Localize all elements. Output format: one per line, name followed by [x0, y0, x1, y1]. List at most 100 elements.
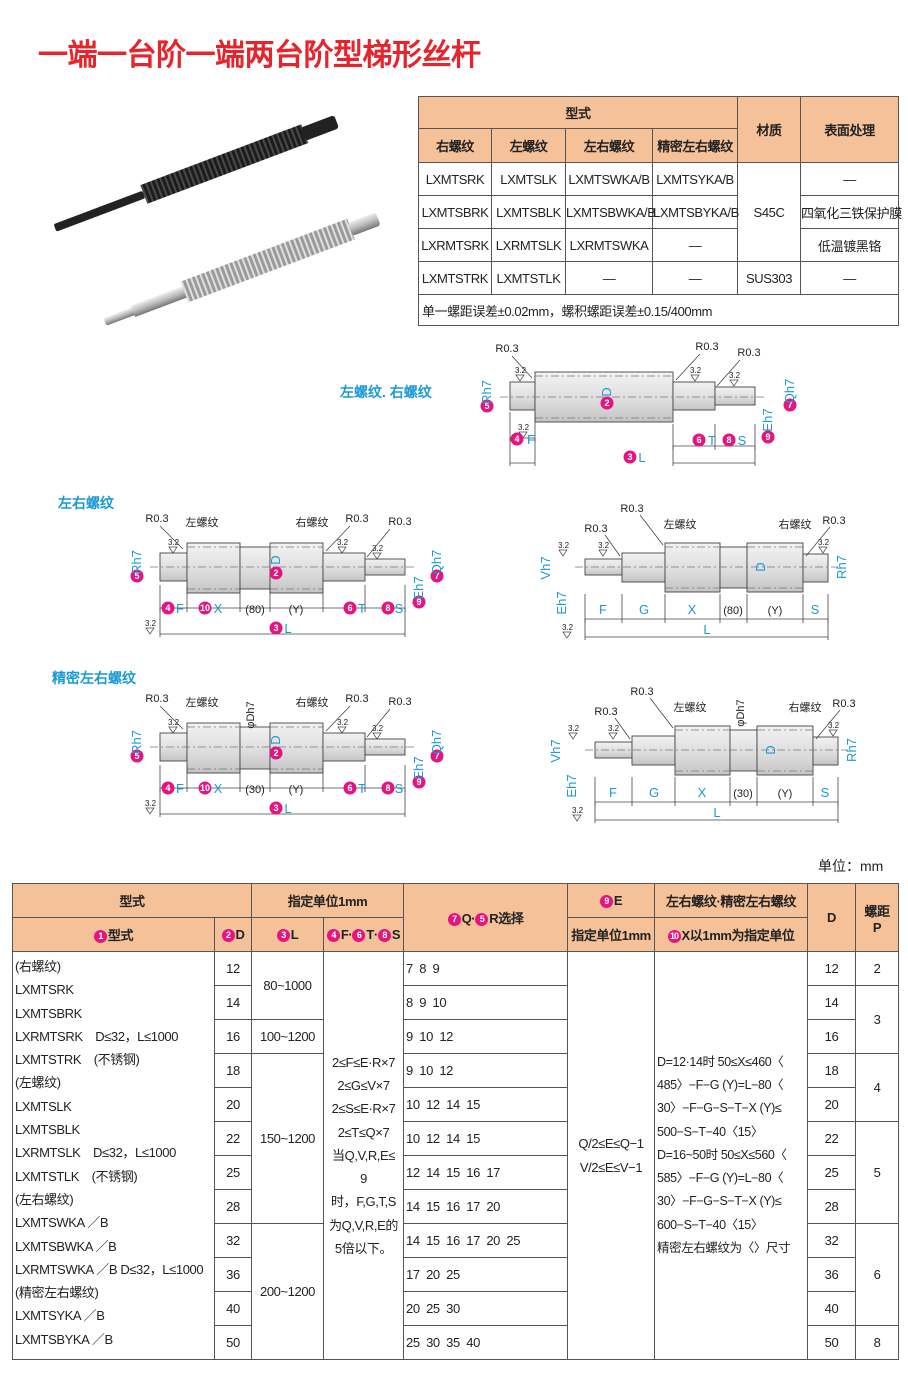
- r03-label: R0.3: [630, 686, 653, 698]
- shaft-segment: [802, 553, 829, 583]
- cell: —: [651, 228, 739, 262]
- cell: LXMTSBRK: [418, 195, 492, 229]
- header-text: R选择: [489, 911, 524, 926]
- right-thread-label: 右螺纹: [779, 517, 812, 531]
- pitch-cell: 8: [855, 1325, 900, 1360]
- header-text: P: [872, 919, 882, 935]
- roughness-triangle-icon: [168, 546, 178, 554]
- callout-marker-8: 8: [381, 781, 395, 795]
- callout-marker-7: 7: [430, 569, 444, 583]
- r03-label: R0.3: [345, 693, 368, 705]
- roughness-mark: 3.2: [558, 541, 570, 550]
- x-label: X: [688, 602, 697, 617]
- d-cell: 36: [213, 1257, 253, 1292]
- shaft-segment: [621, 552, 666, 583]
- marker-number: 2: [273, 748, 278, 758]
- shaft-segment: [672, 381, 716, 411]
- pitch-cell: 3: [855, 985, 900, 1054]
- header-precision-lr: 精密左右螺纹: [651, 128, 739, 163]
- roughness-triangle-icon: [372, 732, 382, 740]
- roughness-triangle-icon: [572, 814, 582, 822]
- left-thread-label: 左螺纹: [664, 517, 697, 531]
- pitch-cell: 5: [855, 1121, 900, 1224]
- marker-number: 3: [273, 803, 278, 813]
- text-line: 9: [360, 1171, 367, 1187]
- text-line: (右螺纹): [15, 959, 61, 974]
- header-e-unit: 指定单位1mm: [567, 917, 656, 952]
- header-text: F·: [340, 927, 353, 942]
- tolerance-note: 单一螺距误差±0.02mm，螺积螺距误差±0.15/400mm: [417, 294, 900, 326]
- g-label: G: [639, 602, 649, 617]
- t-label: T: [708, 433, 716, 448]
- f-label: F: [176, 601, 184, 616]
- vh7-label: Vh7: [548, 739, 563, 762]
- marker-circle: [198, 781, 212, 795]
- text-line: (左螺纹): [15, 1075, 61, 1091]
- callout-marker-6: 6: [343, 601, 357, 615]
- qh7-label: Qh7: [429, 730, 444, 755]
- marker-3: 3: [276, 929, 290, 942]
- neck-length-label: (80): [723, 605, 743, 617]
- callout-marker-2: 2: [269, 566, 283, 580]
- marker-circle: [430, 749, 444, 763]
- d-label: D: [599, 387, 614, 396]
- marker-circle: [381, 781, 395, 795]
- marker-circle: [783, 398, 797, 412]
- marker-circle: [510, 432, 524, 446]
- text-line: 485〉−F−G (Y)=L−80〈: [657, 1077, 784, 1092]
- text-line: D=12·14时 50≤X≤460〈: [657, 1054, 784, 1069]
- header-x-group: 左右螺纹·精密左右螺纹: [654, 883, 809, 918]
- callout-marker-3: 3: [269, 621, 283, 635]
- roughness-mark: 3.2: [337, 538, 349, 547]
- qr-options-cell: 10 12 14 15: [403, 1121, 569, 1156]
- marker-circle: [412, 595, 426, 609]
- dimension-line: [675, 353, 701, 381]
- d-cell: 28: [213, 1189, 253, 1224]
- dimension-line: [325, 525, 351, 552]
- cell: —: [565, 261, 653, 295]
- marker-number: 4: [165, 783, 170, 793]
- d-right-cell: 32: [807, 1223, 857, 1258]
- r03-label: R0.3: [145, 513, 168, 525]
- roughness-triangle-icon: [562, 631, 572, 639]
- l-range-cell: 200~1200: [251, 1223, 325, 1360]
- text-line: 为Q,V,R,E的: [329, 1217, 398, 1233]
- text-line: LXRMTSWKA ／B D≤32，L≤1000: [15, 1261, 204, 1277]
- f-label: F: [527, 432, 535, 447]
- text-line: 30〉−F−G−S−T−X (Y)≤: [657, 1101, 782, 1116]
- marker-number: 6: [696, 435, 701, 445]
- header-text: L: [290, 927, 299, 942]
- text-line: LXMTSBLK: [15, 1122, 80, 1138]
- dimension-line: [805, 526, 831, 557]
- callout-marker-9: 9: [412, 595, 426, 609]
- dimension-line: [159, 525, 184, 550]
- dimension-line: [366, 528, 391, 558]
- marker-number: 3: [627, 452, 632, 462]
- marker-circle: [343, 601, 357, 615]
- l-label: L: [284, 621, 291, 636]
- marker-number: 6: [347, 783, 352, 793]
- marker-circle: [130, 749, 144, 763]
- roughness-triangle-icon: [145, 807, 155, 815]
- pitch-cell: 4: [855, 1053, 900, 1122]
- neck-length-label: (80): [245, 604, 265, 616]
- callout-marker-6: 6: [692, 433, 706, 447]
- roughness-triangle-icon: [337, 546, 347, 554]
- pitch-cell: 6: [855, 1223, 900, 1326]
- text-line: LXRMTSRK D≤32，L≤1000: [15, 1028, 179, 1044]
- y-label: (Y): [289, 784, 304, 796]
- r03-label: R0.3: [695, 341, 718, 353]
